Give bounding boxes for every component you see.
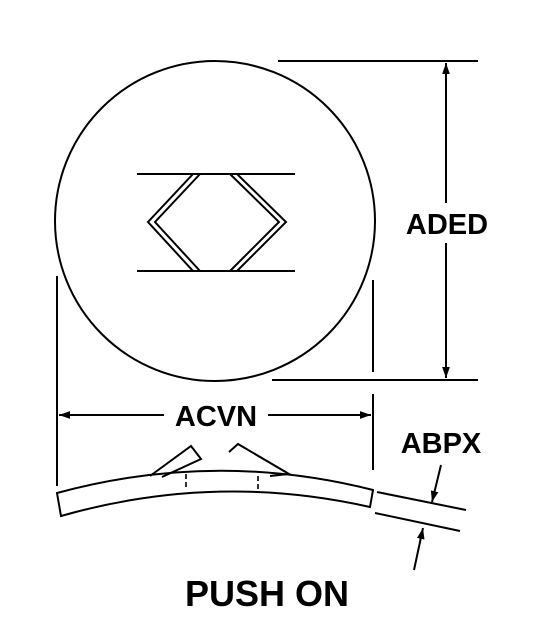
plate-profile	[55, 469, 375, 518]
prong-left	[149, 444, 203, 478]
nut-outline-circle	[54, 60, 376, 382]
height-dim-label: ADED	[406, 209, 488, 241]
thickness-ext-top	[376, 491, 467, 511]
prong-right	[228, 442, 293, 477]
width-dimension: ACVN	[56, 276, 374, 486]
width-dim-label: ACVN	[175, 401, 257, 433]
side-view	[55, 442, 375, 518]
thickness-arrow-bottom	[413, 527, 425, 571]
diamond-inner	[153, 173, 281, 272]
top-view	[54, 60, 376, 382]
diamond-outer	[146, 173, 288, 272]
thickness-arrow-top	[430, 464, 442, 503]
thickness-ext-bottom	[374, 512, 461, 532]
thickness-dim-label: ABPX	[401, 428, 482, 460]
height-dimension: ADED	[272, 60, 496, 381]
caption: PUSH ON	[185, 573, 349, 614]
thickness-dimension: ABPX	[374, 428, 482, 571]
